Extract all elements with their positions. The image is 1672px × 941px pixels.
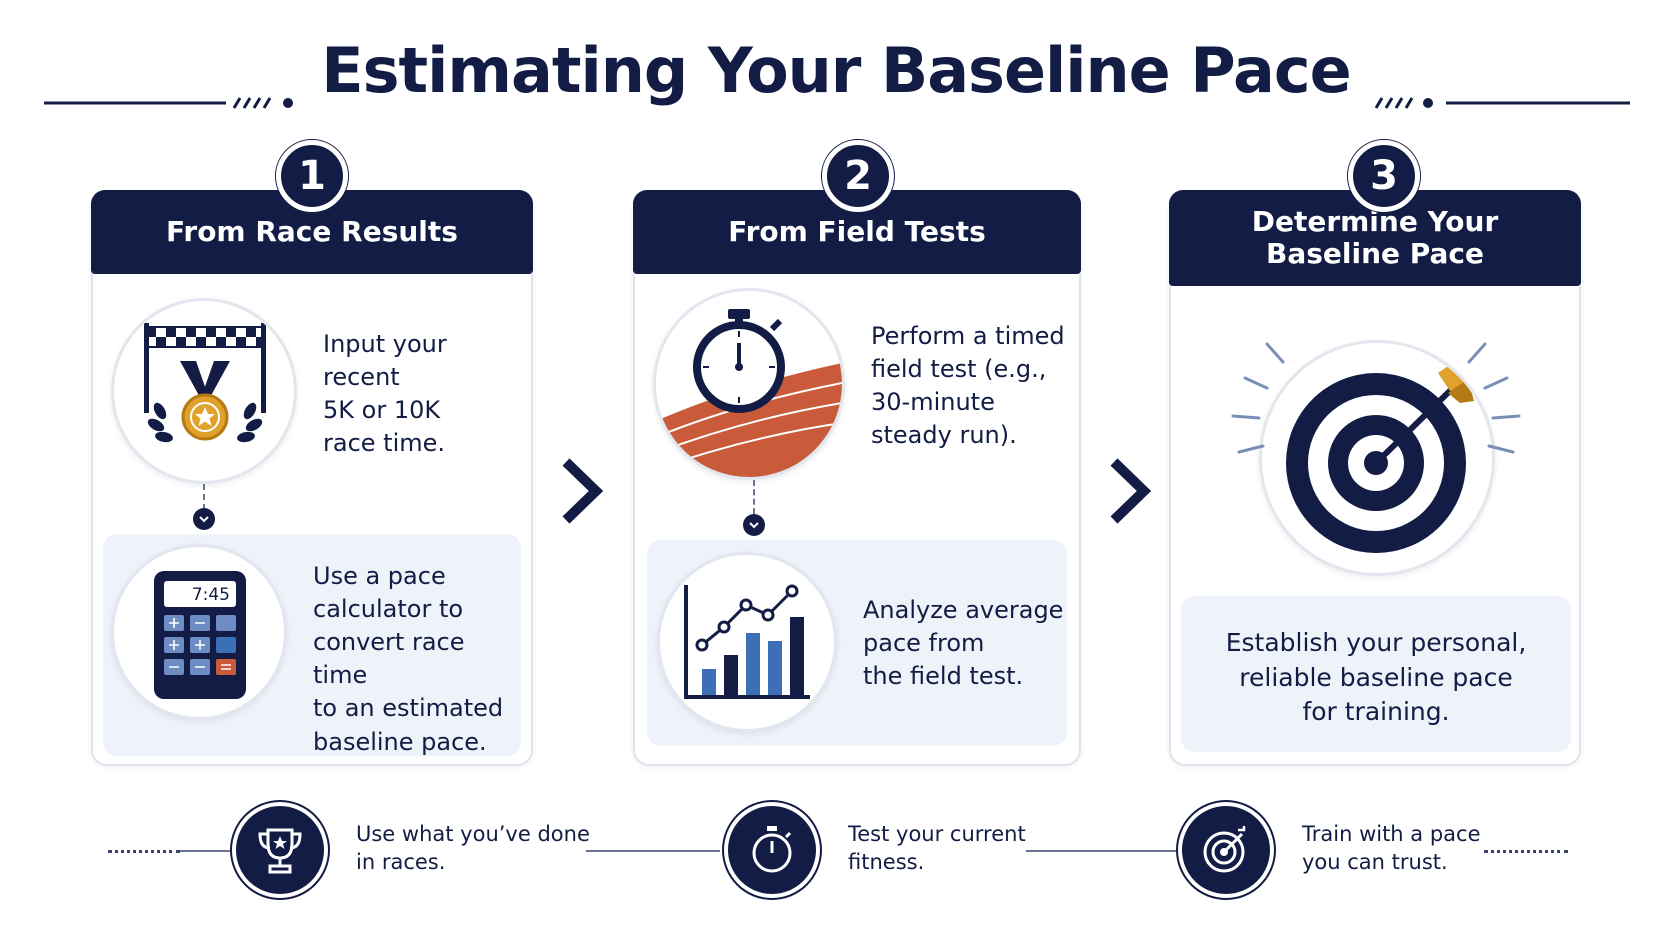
bottom-text-3: Train with a pace you can trust. bbox=[1302, 822, 1481, 875]
trophy-badge bbox=[232, 802, 328, 898]
connector-dashed bbox=[753, 480, 755, 514]
trophy-icon bbox=[258, 828, 302, 874]
step-2-item-1-text: Perform a timed field test (e.g., 30-min… bbox=[871, 322, 1065, 450]
step-1-item-2-text: Use a pace calculator to convert race ti… bbox=[313, 562, 504, 756]
bottom-dotted-line-left bbox=[108, 850, 180, 853]
bottom-text-2: Test your current fitness. bbox=[848, 822, 1026, 875]
stopwatch-badge bbox=[724, 802, 820, 898]
chevron-right-icon bbox=[1110, 458, 1152, 524]
step-heading: From Field Tests bbox=[633, 190, 1081, 274]
chevron-down-icon bbox=[193, 508, 215, 530]
bottom-dotted-line-right bbox=[1484, 850, 1568, 853]
step-3-item-2-panel: Establish your personal, reliable baseli… bbox=[1181, 596, 1571, 752]
step-card-baseline-pace: Determine Your Baseline Pace bbox=[1169, 190, 1581, 766]
step-1-item-2-panel: 7:45 bbox=[103, 534, 521, 756]
step-number-badge: 3 bbox=[1348, 140, 1420, 212]
chart-circle bbox=[657, 552, 837, 732]
calculator-display: 7:45 bbox=[192, 585, 230, 605]
bottom-connector bbox=[1026, 850, 1176, 852]
stopwatch-icon bbox=[752, 826, 792, 873]
finish-line-medal-icon bbox=[144, 323, 266, 443]
target-circle bbox=[1259, 340, 1495, 576]
step-1-item-1-text: Input your recent 5K or 10K race time. bbox=[323, 330, 447, 458]
page-title: Estimating Your Baseline Pace bbox=[321, 34, 1351, 107]
title-decoration-right bbox=[1374, 97, 1630, 109]
bottom-text-1: Use what you’ve done in races. bbox=[356, 822, 590, 875]
target-icon bbox=[1203, 826, 1246, 873]
finish-line-medal-circle bbox=[111, 298, 297, 484]
calculator-circle: 7:45 bbox=[111, 544, 287, 720]
chevron-down-icon bbox=[743, 514, 765, 536]
step-2-item-2-text: Analyze average pace from the field test… bbox=[863, 596, 1064, 691]
stopwatch-track-circle bbox=[653, 288, 845, 480]
bar-line-chart-icon bbox=[684, 584, 810, 699]
chevron-right-icon bbox=[562, 458, 604, 524]
bottom-connector bbox=[180, 850, 230, 852]
connector-dashed bbox=[203, 484, 205, 510]
bottom-connector bbox=[586, 850, 720, 852]
step-card-field-tests: From Field Tests Perform a timed field t… bbox=[633, 190, 1081, 766]
target-badge bbox=[1178, 802, 1274, 898]
target-arrow-icon bbox=[1286, 359, 1474, 553]
step-2-item-2-panel: Analyze average pace from the field test… bbox=[647, 540, 1067, 746]
calculator-icon: 7:45 bbox=[154, 571, 246, 699]
target-burst-lines bbox=[1231, 342, 1521, 454]
step-3-item-2-text: Establish your personal, reliable baseli… bbox=[1225, 628, 1527, 726]
title-decoration-left bbox=[44, 97, 293, 109]
step-card-race-results: From Race Results bbox=[91, 190, 533, 766]
stopwatch-track-icon bbox=[656, 309, 842, 477]
step-number-badge: 1 bbox=[276, 140, 348, 212]
step-number-badge: 2 bbox=[822, 140, 894, 212]
